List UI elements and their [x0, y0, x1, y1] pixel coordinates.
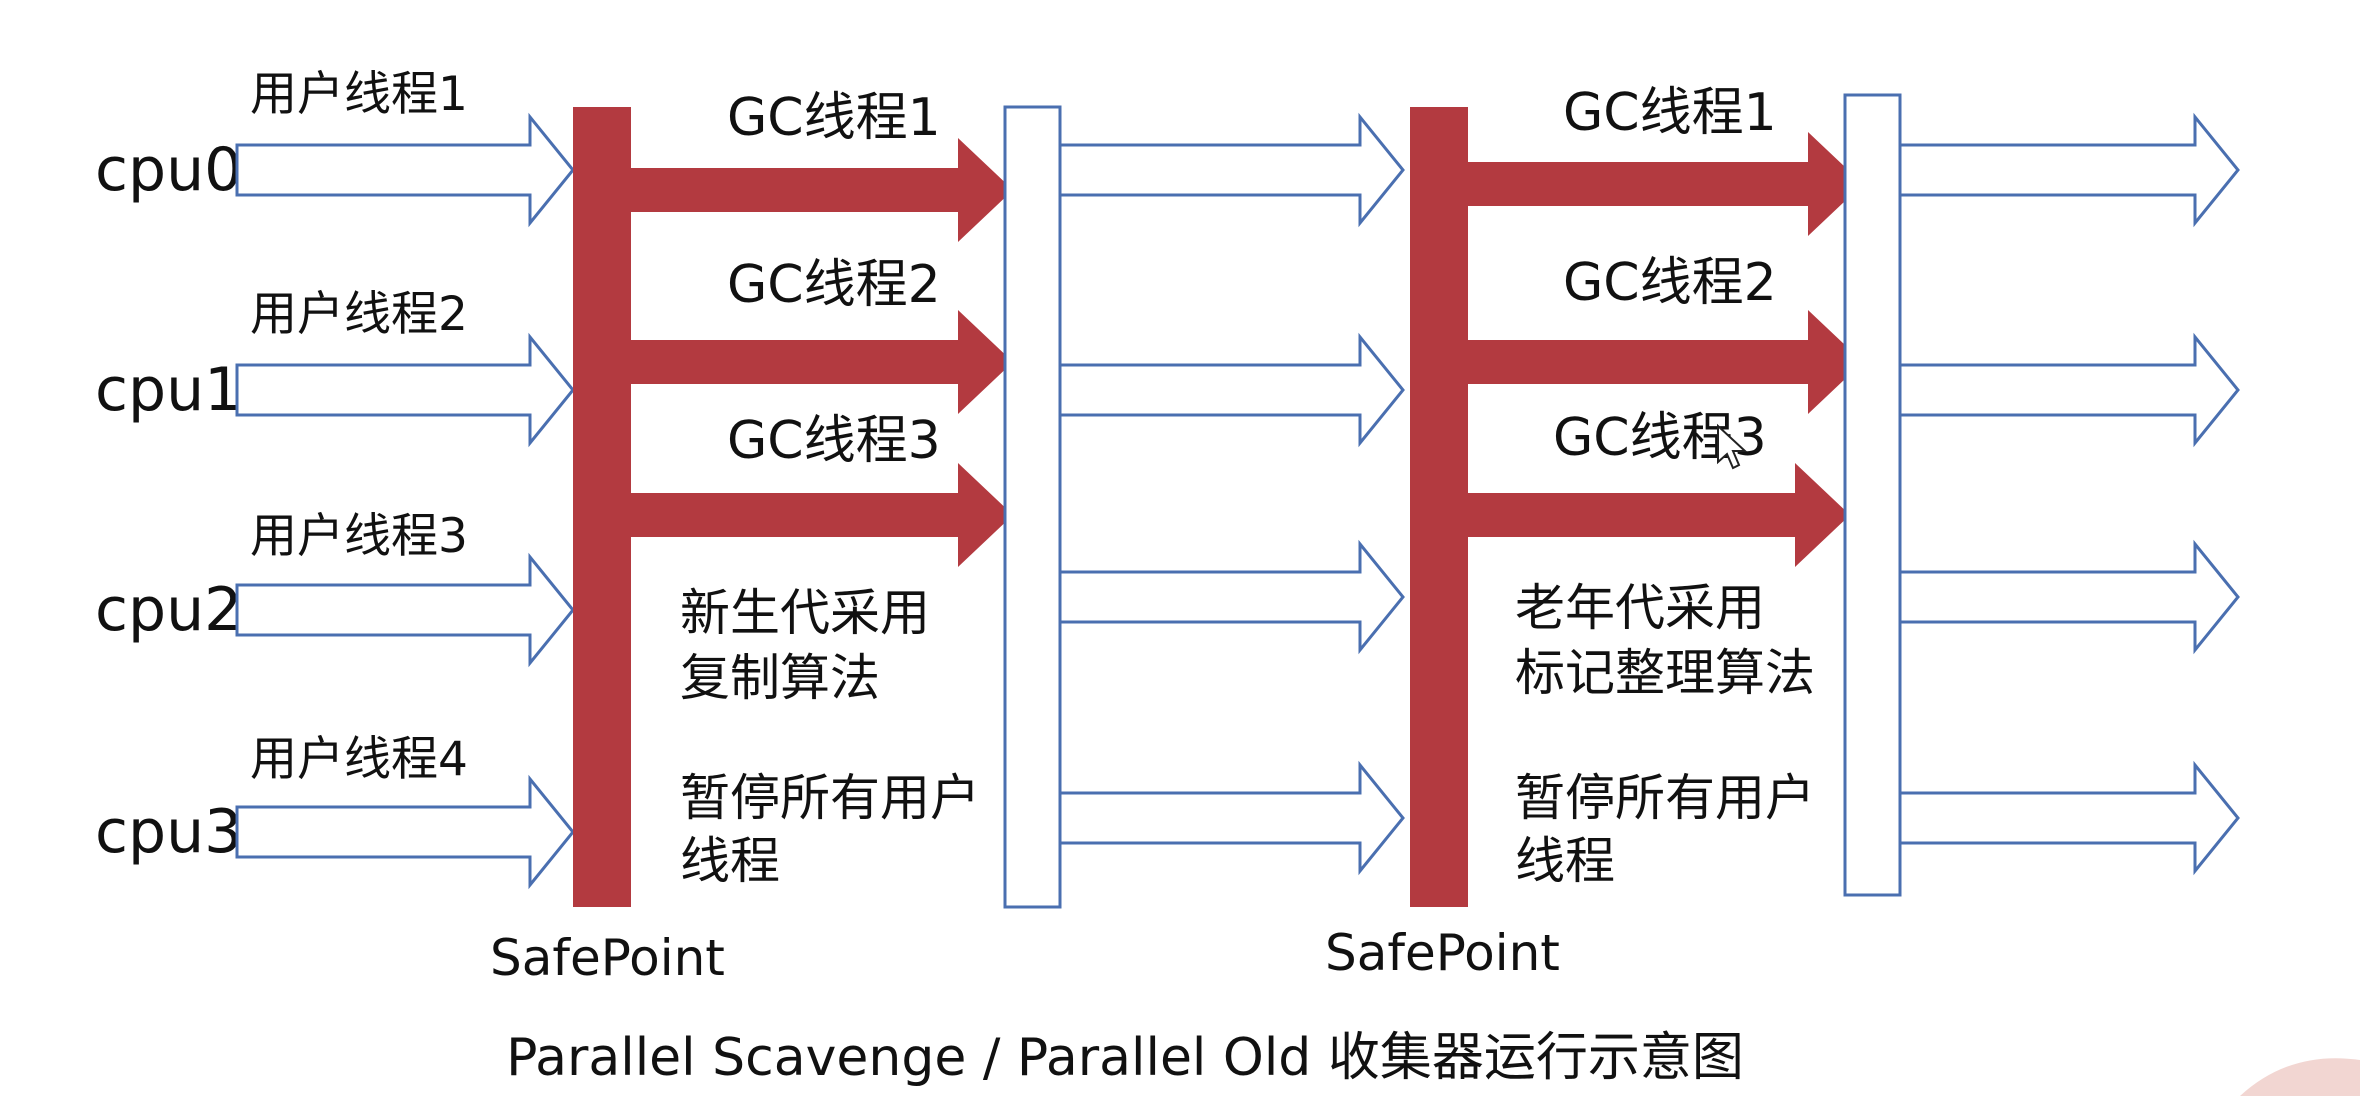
gc-thread-arrow: [1468, 310, 1863, 414]
user-thread-arrow: [1898, 539, 2240, 655]
user-thread-arrow: [1898, 760, 2240, 876]
user-thread-label: 用户线程2: [250, 287, 468, 342]
resume-bar: [1843, 93, 1902, 897]
user-thread-arrow: [235, 774, 575, 890]
gc-thread-label: GC线程2: [1563, 253, 1777, 313]
gc-thread-arrow: [631, 138, 1013, 242]
safepoint-bar: [1410, 107, 1468, 907]
user-thread-arrows: [235, 112, 575, 890]
user-thread-arrow: [235, 112, 575, 228]
user-thread-arrow: [1898, 332, 2240, 448]
cpu-label: cpu1: [95, 355, 242, 425]
young-gen-note: 复制算法: [680, 649, 880, 707]
pause-note: 线程: [1515, 832, 1615, 890]
user-thread-arrow: [1058, 332, 1405, 448]
corner-decoration: [2240, 1058, 2360, 1096]
gc-thread-arrow: [631, 463, 1013, 567]
pause-note: 暂停所有用户: [680, 769, 980, 827]
gc-thread-label: GC线程1: [727, 88, 941, 148]
gc-thread-arrow: [631, 310, 1013, 414]
gc-thread-arrow: [1468, 132, 1863, 236]
final-thread-arrows: [1898, 112, 2240, 876]
user-thread-arrow: [235, 552, 575, 668]
gc-thread-arrow: [1468, 463, 1850, 567]
pause-note: 暂停所有用户: [1515, 769, 1815, 827]
gc-thread-label: GC线程3: [727, 411, 941, 471]
cpu-label: cpu2: [95, 575, 242, 645]
gc-thread-label: GC线程2: [727, 255, 941, 315]
young-gc-phase: GC线程1 GC线程2 GC线程3 新生代采用 复制算法 暂停所有用户 线程 S…: [490, 88, 1013, 987]
cpu-label: cpu3: [95, 797, 242, 867]
old-gen-note: 老年代采用: [1515, 579, 1765, 637]
cpu-labels: cpu0 cpu1 cpu2 cpu3: [95, 135, 242, 867]
user-thread-label: 用户线程3: [250, 509, 468, 564]
user-thread-arrow: [1058, 760, 1405, 876]
user-thread-arrow: [235, 332, 575, 448]
diagram-caption: Parallel Scavenge / Parallel Old 收集器运行示意…: [506, 1028, 1744, 1088]
user-thread-arrow: [1058, 539, 1405, 655]
mouse-cursor-icon: [1717, 423, 1748, 470]
user-thread-arrow: [1058, 112, 1405, 228]
user-thread-label: 用户线程4: [250, 732, 468, 787]
gc-thread-label: GC线程1: [1563, 83, 1777, 143]
safepoint-label: SafePoint: [1325, 924, 1560, 982]
resume-bar: [1003, 105, 1062, 909]
old-gc-phase: GC线程1 GC线程2 GC线程3 老年代采用 标记整理算法 暂停所有用户 线程…: [1325, 83, 1863, 982]
old-gen-note: 标记整理算法: [1515, 644, 1815, 702]
user-thread-label: 用户线程1: [250, 67, 468, 122]
safepoint-bar: [573, 107, 631, 907]
safepoint-label: SafePoint: [490, 929, 725, 987]
user-thread-arrow: [1898, 112, 2240, 228]
pause-note: 线程: [680, 832, 780, 890]
young-gen-note: 新生代采用: [680, 584, 930, 642]
resumed-thread-arrows: [1058, 112, 1405, 876]
user-thread-labels: 用户线程1 用户线程2 用户线程3 用户线程4: [250, 67, 468, 787]
cpu-label: cpu0: [95, 135, 242, 205]
